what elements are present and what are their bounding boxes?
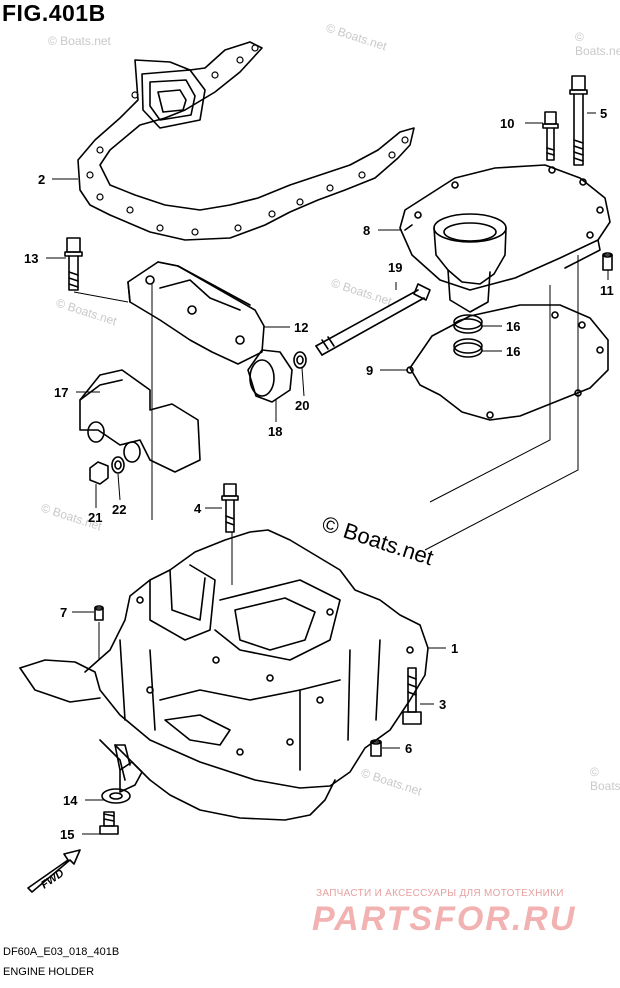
gasket-2 [77,41,415,241]
callout-22: 22 [112,502,126,517]
washer-22 [111,456,125,474]
holder-plate-8 [399,164,611,313]
dowel-7 [94,605,104,621]
callout-7: 7 [60,605,67,620]
callout-labels: 1 2 3 4 5 6 7 8 9 10 11 12 13 14 15 16 1… [24,106,614,891]
callout-15: 15 [60,827,74,842]
leader-lines [46,112,609,835]
callout-21: 21 [88,510,102,525]
callout-8: 8 [363,223,370,238]
callout-5: 5 [600,106,607,121]
callout-17: 17 [54,385,68,400]
washer-20 [293,351,307,369]
callout-16a: 16 [506,319,520,334]
seal-ring-16b [453,338,483,358]
fwd-label: FWD [39,867,66,891]
bolt-4 [221,483,239,533]
callout-10: 10 [500,116,514,131]
figure-title: FIG.401B [2,0,106,26]
callout-6: 6 [405,741,412,756]
nut-21 [89,461,109,485]
callout-14: 14 [63,793,78,808]
diagram-code: DF60A_E03_018_401B [3,946,120,958]
bolt-3 [402,667,422,725]
callout-9: 9 [366,363,373,378]
callout-20: 20 [295,398,309,413]
brand-logo: PARTSFOR.RU [312,900,577,938]
callout-16b: 16 [506,344,520,359]
bolt-15 [99,811,119,835]
bracket-17 [79,369,201,473]
gasket-9 [406,304,609,421]
callout-1: 1 [451,641,458,656]
callout-3: 3 [439,697,446,712]
bolt-5 [569,75,588,166]
callout-19: 19 [388,260,402,275]
callout-11: 11 [600,283,614,298]
fwd-arrow [27,849,81,893]
mount-rubber-18 [247,349,293,403]
dowel-11 [602,252,613,271]
assembly-lines [73,255,579,660]
diagram-subtitle: ENGINE HOLDER [3,966,95,978]
bolt-13 [64,237,83,291]
callout-4: 4 [194,501,202,516]
bolt-10 [542,111,559,161]
brand-tagline: ЗАПЧАСТИ И АКСЕССУАРЫ ДЛЯ МОТОТЕХНИКИ [316,888,564,899]
bracket-12 [127,261,265,365]
watermark: © Boats.net [575,30,620,58]
callout-13: 13 [24,251,38,266]
watermark: © Boats.net [590,765,620,793]
dowel-6 [370,739,382,757]
watermark: © Boats.net [48,34,111,48]
callout-18: 18 [268,424,282,439]
fitting-14 [101,744,143,804]
engine-holder-1 [19,529,429,821]
callout-2: 2 [38,172,45,187]
callout-12: 12 [294,320,308,335]
bolt-19 [315,283,431,356]
